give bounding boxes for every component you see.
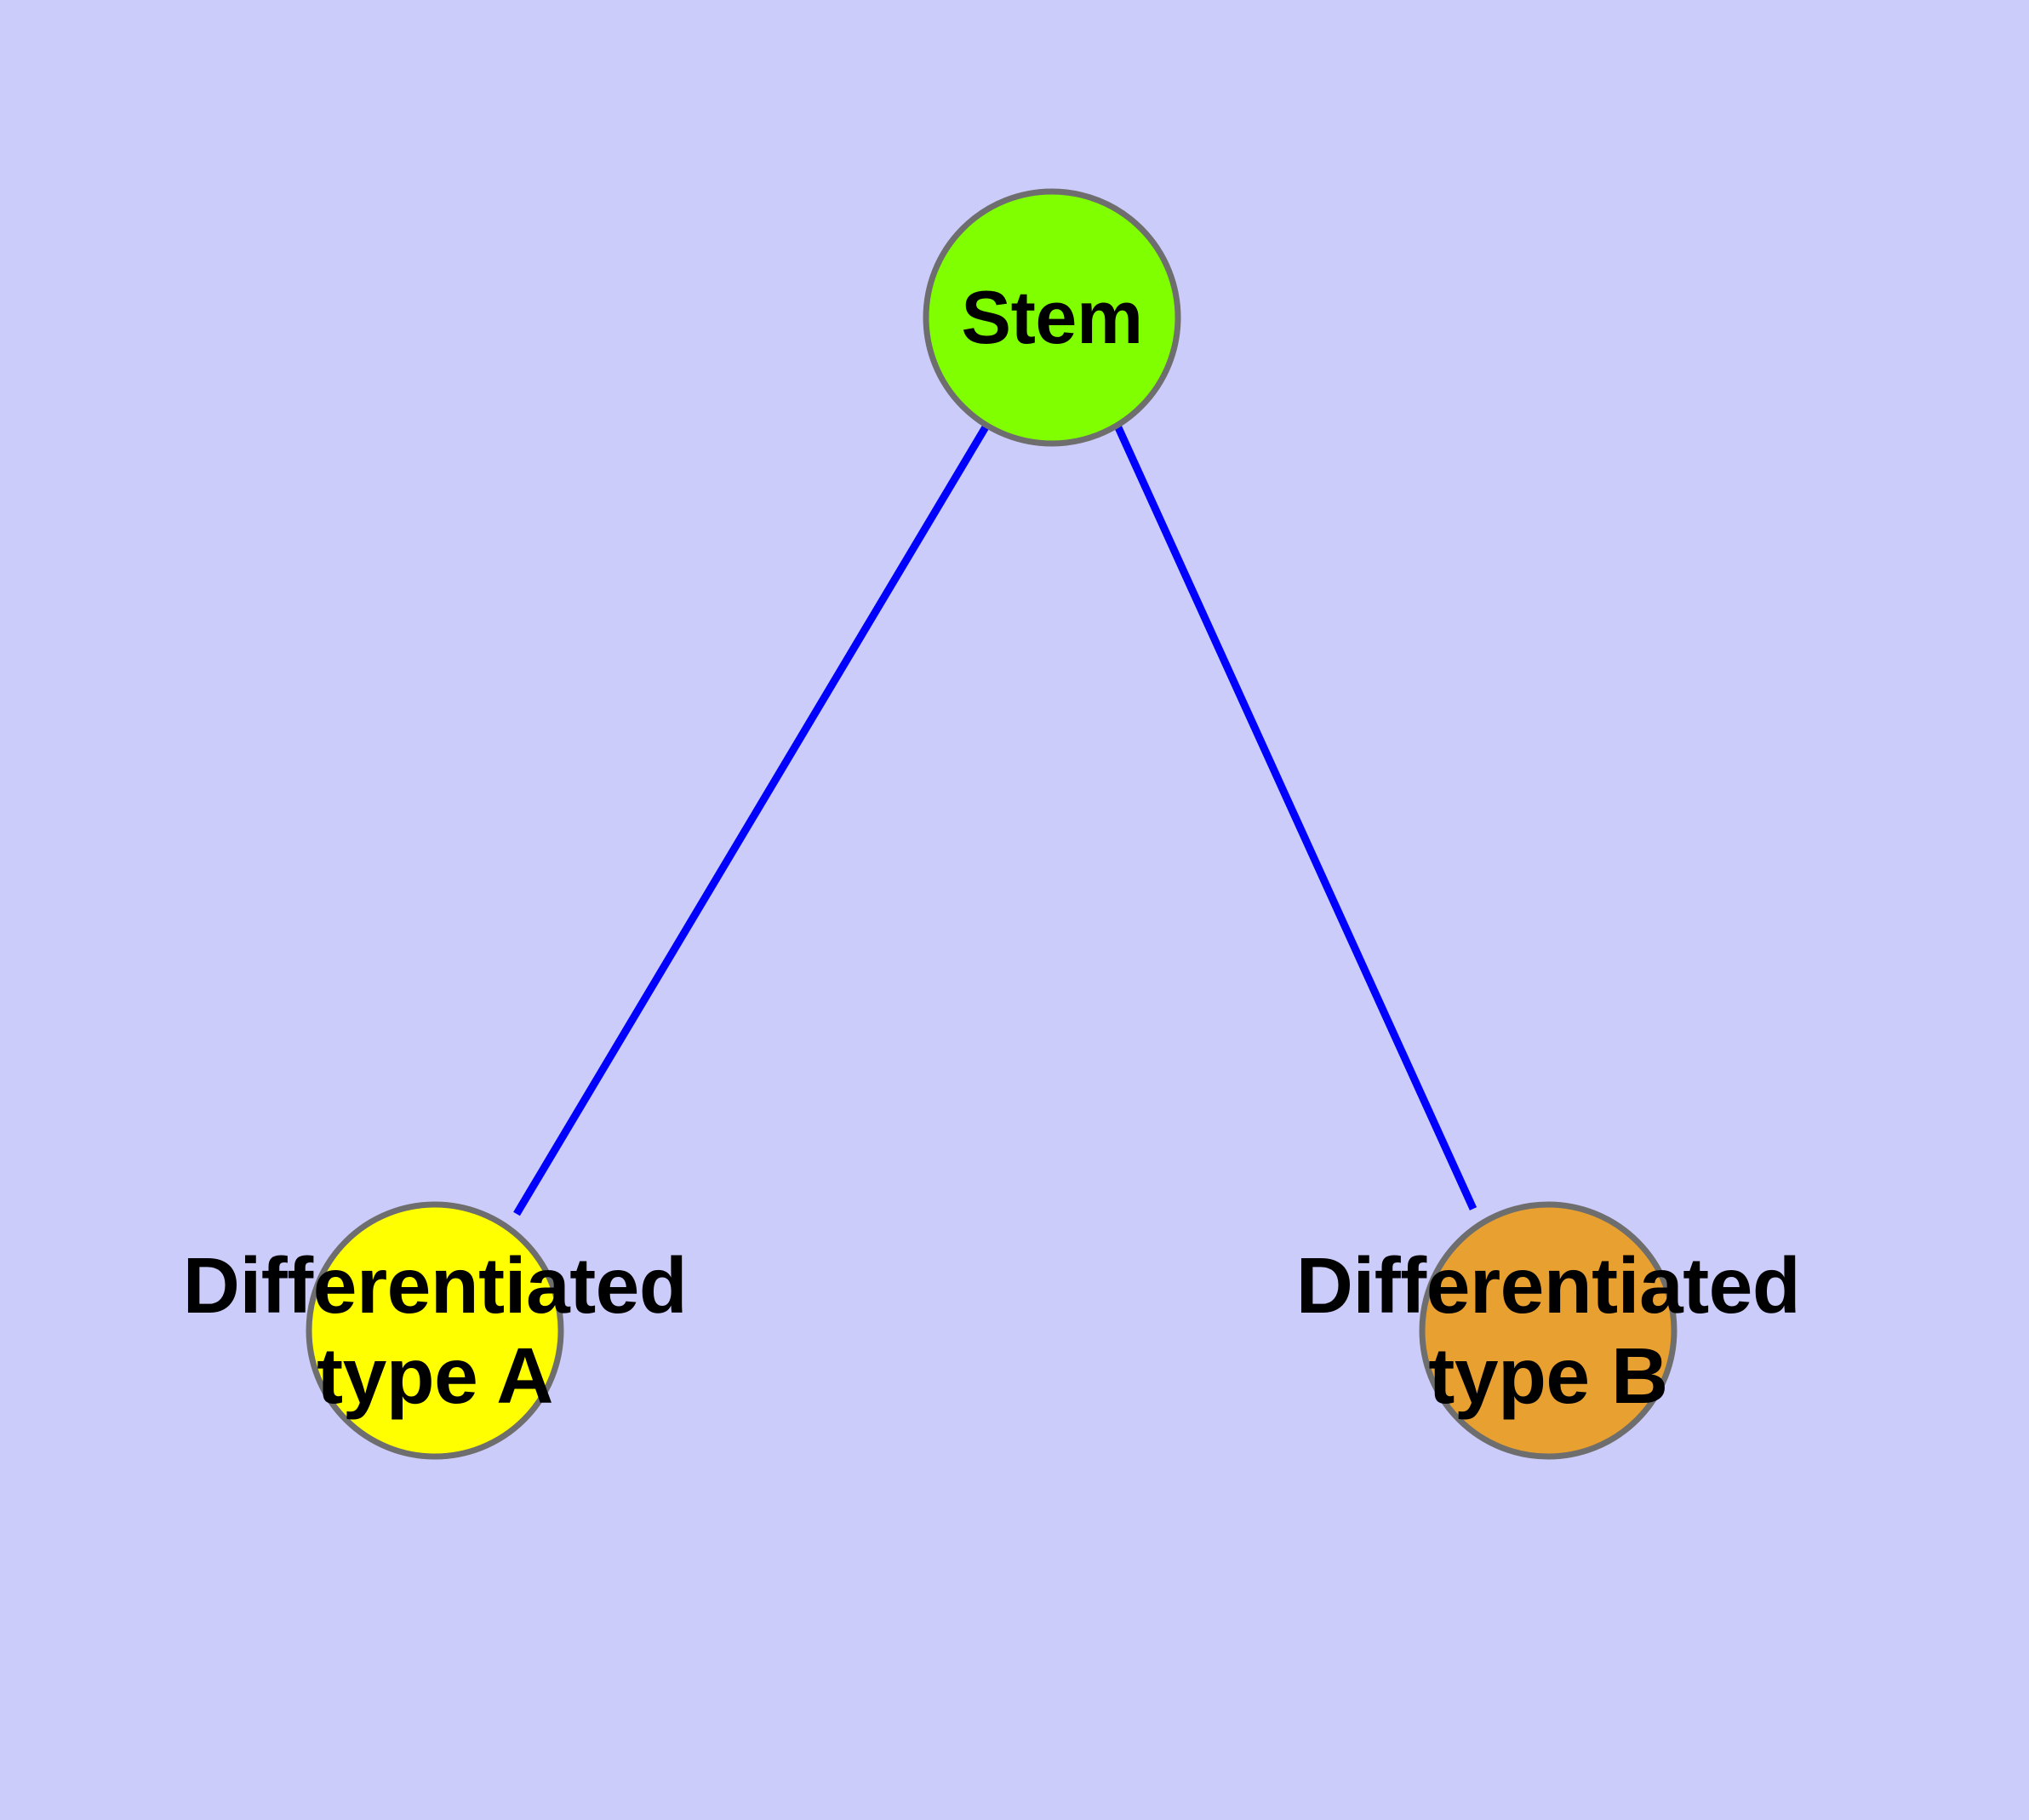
edge-layer — [513, 423, 1477, 1216]
node-layer — [306, 188, 1677, 1460]
edge-stem-to-diff-b — [1113, 424, 1477, 1210]
node-differentiated-type-b[interactable] — [1419, 1201, 1677, 1460]
node-differentiated-type-a[interactable] — [306, 1201, 564, 1460]
node-stem[interactable] — [923, 188, 1181, 447]
edge-stem-to-diff-a — [513, 423, 990, 1216]
